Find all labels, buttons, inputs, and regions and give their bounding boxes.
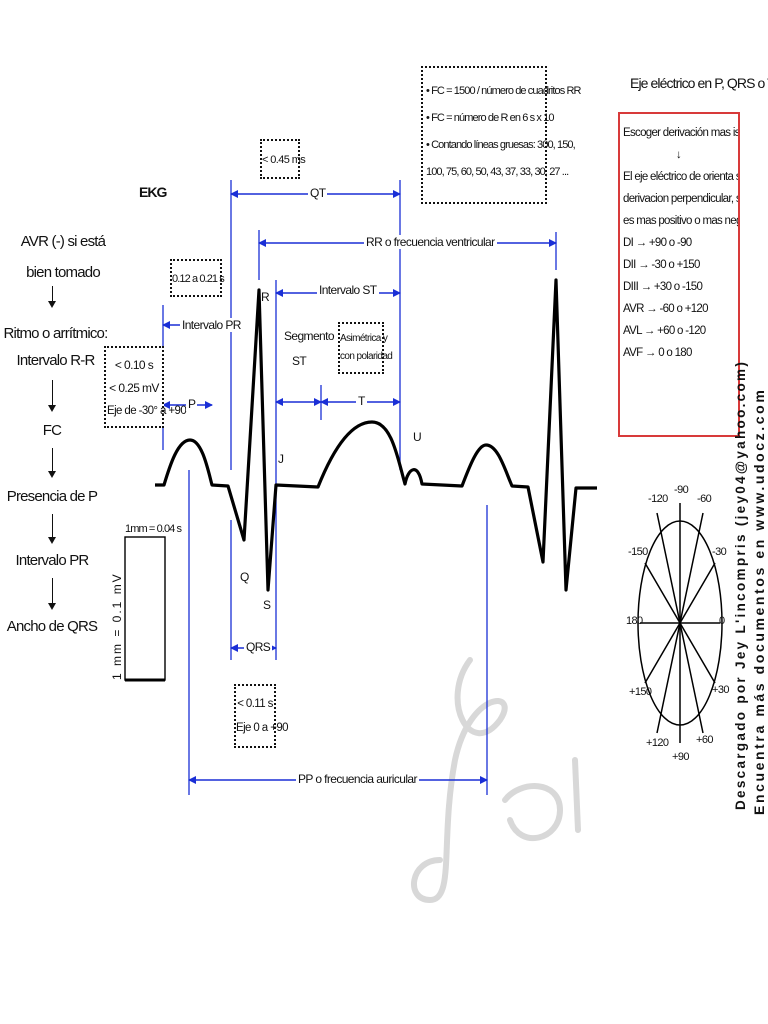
pr-range-box: 0.12 a 0.21 s xyxy=(170,259,225,297)
st-note-line1: Asimétrica y xyxy=(340,333,388,344)
flow-item-presencia-p: Presencia de P xyxy=(6,488,98,505)
hex-label-180: 180 xyxy=(626,615,643,627)
fc-formula-3: Contando líneas gruesas: 300, 150, xyxy=(431,139,576,151)
qrs-duration-text: < 0.11 s xyxy=(237,698,273,710)
axis-rule-avr: AVR → -60 o +120 xyxy=(623,303,708,315)
p-box-voltage: < 0.25 mV xyxy=(109,381,159,395)
flow-arrow-icon xyxy=(48,380,56,412)
hex-label-minus120: -120 xyxy=(648,493,668,505)
fc-formula-2: FC = número de R en 6 s x 10 xyxy=(431,112,554,124)
hex-label-plus60: +60 xyxy=(696,734,713,746)
credit-line-1: Descargado por Jey L'incompris (jey04@ya… xyxy=(733,359,748,810)
axis-rule-dii: DII → -30 o +150 xyxy=(623,259,700,271)
qrs-range-box: < 0.11 s Eje 0 a +90 xyxy=(234,684,289,748)
segmento-st-label-2: ST xyxy=(292,354,307,368)
flow-item-fc: FC xyxy=(42,422,62,439)
axis-rule-line: Escoger derivación mas isodifásica xyxy=(623,127,740,139)
hex-label-minus30: -30 xyxy=(712,546,727,558)
flow-item-ritmo: Ritmo o arrítmico: Intervalo R-R xyxy=(3,325,109,369)
ekg-title: EKG xyxy=(139,184,167,200)
axis-rule-avl: AVL → +60 o -120 xyxy=(623,325,706,337)
axis-rule-diii: DIII → +30 o -150 xyxy=(623,281,703,293)
credit-line-2: Encuentra más documentos en www.udocz.co… xyxy=(751,387,767,815)
hex-label-plus120: +120 xyxy=(646,737,669,749)
axis-rule-di: DI → +90 o -90 xyxy=(623,237,692,249)
axis-minus150-plus30 xyxy=(644,562,716,684)
axis-rule-avf: AVF → 0 o 180 xyxy=(623,347,692,359)
flow-item-ancho-qrs: Ancho de QRS xyxy=(6,618,98,635)
flow-arrow-icon xyxy=(48,448,56,478)
hex-label-plus30: +30 xyxy=(712,684,729,696)
rr-label: RR o frecuencia ventricular xyxy=(364,235,497,249)
axis-rule-line: es mas positivo o mas negativo: xyxy=(623,215,738,227)
ecg-trace xyxy=(155,278,597,592)
flow-arrow-icon xyxy=(48,514,56,544)
signature-watermark xyxy=(411,657,581,904)
st-note-box: Asimétrica y con polaridad xyxy=(338,322,393,374)
down-arrow-icon: ↓ xyxy=(676,149,682,161)
pr-range-text: 0.12 a 0.21 s xyxy=(172,273,225,285)
st-note-line2: con polaridad xyxy=(340,351,393,362)
fc-formula-line1: • FC = 1500 / número de cuadritos RR xyxy=(426,85,581,97)
wave-j-label: J xyxy=(278,452,284,466)
wave-u-label: U xyxy=(413,430,422,444)
p-box-axis: Eje de -30° a +90° xyxy=(107,405,191,417)
qrs-axis-text: Eje 0 a +90 xyxy=(236,722,289,734)
intervalo-st-label: Intervalo ST xyxy=(317,283,379,297)
hex-label-plus150: +150 xyxy=(629,686,652,698)
fc-formula-line4: 100, 75, 60, 50, 43, 37, 33, 30, 27 ... xyxy=(426,166,569,178)
intervalo-pr-label: Intervalo PR xyxy=(180,318,243,332)
hex-label-minus90: -90 xyxy=(674,484,689,496)
wave-r-label: R xyxy=(261,290,270,304)
wave-q-label: Q xyxy=(240,570,250,584)
p-label: P xyxy=(186,397,198,411)
qt-range-box: < 0.45 ms xyxy=(260,139,306,179)
p-box-duration: < 0.10 s xyxy=(114,358,154,372)
t-label: T xyxy=(356,394,367,408)
hex-label-0: 0 xyxy=(719,615,725,627)
axis-rule-line: El eje eléctrico de orienta según la xyxy=(623,171,738,183)
axis-rules-box: Escoger derivación mas isodifásica ↓ El … xyxy=(618,112,740,437)
fc-formula-line3: • Contando líneas gruesas: 300, 150, xyxy=(426,139,576,151)
wave-s-label: S xyxy=(263,598,272,612)
qt-label: QT xyxy=(308,186,328,200)
axis-section-heading: Eje eléctrico en P, QRS o T xyxy=(630,75,768,91)
qrs-label: QRS xyxy=(244,640,273,654)
pp-label: PP o frecuencia auricular xyxy=(296,772,419,786)
fc-formula-box: • FC = 1500 / número de cuadritos RR • F… xyxy=(421,66,581,204)
fc-formula-1: FC = 1500 / número de cuadritos RR xyxy=(431,85,581,97)
hex-label-plus90: +90 xyxy=(672,751,689,763)
flow-arrow-icon xyxy=(48,578,56,610)
fc-formula-line2: • FC = número de R en 6 s x 10 xyxy=(426,112,554,124)
hex-label-minus60: -60 xyxy=(697,493,712,505)
p-wave-box: < 0.10 s < 0.25 mV Eje de -30° a +90° xyxy=(104,346,191,428)
qt-range-text: < 0.45 ms xyxy=(262,154,306,166)
calibration-voltage-label: 1 mm = 0.1 mV xyxy=(110,572,124,680)
calibration-box xyxy=(124,536,166,681)
axis-rule-line: derivacion perpendicular, si su voltaje xyxy=(623,193,738,205)
hexaxial-diagram xyxy=(637,503,723,743)
calibration-time-label: 1mm = 0.04 s xyxy=(125,523,182,535)
hex-label-minus150: -150 xyxy=(628,546,648,558)
flow-arrow-icon xyxy=(48,286,56,308)
flow-item-intervalo-pr: Intervalo PR xyxy=(15,552,90,569)
segmento-st-label-1: Segmento xyxy=(284,329,335,343)
flow-item-avr: AVR (-) si está bien tomado xyxy=(20,233,106,281)
